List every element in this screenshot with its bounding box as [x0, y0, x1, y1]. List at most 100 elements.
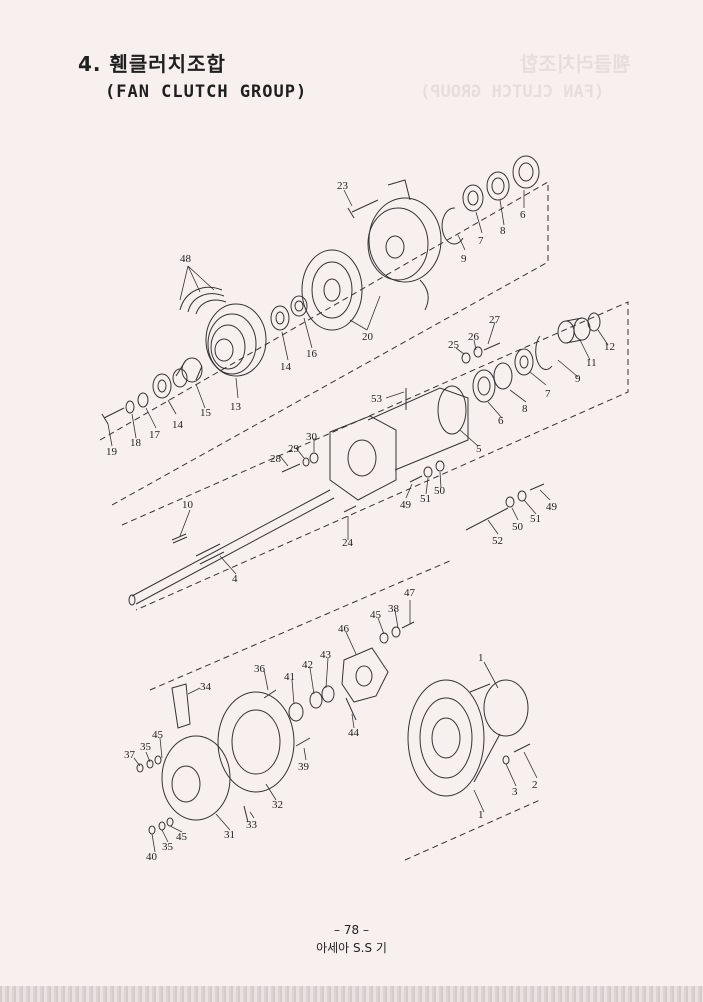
- spacer-15: [172, 357, 203, 388]
- seal-16: [290, 295, 308, 317]
- ring-12: [587, 312, 601, 332]
- label-53: 53: [371, 393, 383, 405]
- bearing-6-top: [512, 155, 540, 189]
- label-7-top: 7: [478, 235, 484, 247]
- label-31: 31: [224, 829, 235, 841]
- bolt-36: [263, 689, 277, 699]
- fitting-49-left: [409, 475, 423, 483]
- washer-29: [302, 457, 310, 467]
- company-name: 아세아 S.S 기: [316, 941, 387, 955]
- clutch-plate-20: [301, 249, 363, 331]
- group-outline-top: [99, 181, 549, 506]
- washer-18: [125, 400, 135, 414]
- label-23: 23: [337, 180, 349, 192]
- fitting-24: [343, 505, 357, 513]
- label-44: 44: [348, 727, 360, 739]
- label-9-middle: 9: [575, 373, 581, 385]
- label-4: 4: [232, 573, 238, 585]
- label-25: 25: [448, 339, 460, 351]
- label-37: 37: [124, 749, 136, 761]
- label-47: 47: [404, 587, 416, 599]
- label-14-lower: 14: [172, 419, 184, 431]
- label-42: 42: [302, 659, 313, 671]
- label-50-left: 50: [434, 485, 446, 497]
- bolt-2: [513, 743, 531, 753]
- label-20: 20: [362, 331, 374, 343]
- washer-45-top: [379, 632, 389, 644]
- label-35-top: 35: [140, 741, 152, 753]
- bearing-14-upper: [270, 305, 290, 331]
- label-7-middle: 7: [545, 388, 551, 400]
- washer-35-bottom: [158, 821, 166, 831]
- label-15: 15: [200, 407, 212, 419]
- bolt-27: [483, 342, 501, 351]
- label-34: 34: [200, 681, 212, 693]
- bearing-6-middle: [472, 369, 496, 403]
- label-43: 43: [320, 649, 332, 661]
- housing-5: [329, 385, 469, 501]
- part-number-labels: 1 1 2 3 4 5 6 6 7 7 8 8 9 9 10 11 12 13 …: [106, 180, 615, 863]
- label-1-lower: 1: [478, 809, 484, 821]
- washer-25: [461, 352, 471, 364]
- label-45-top: 45: [370, 609, 382, 621]
- pipe-52: [465, 507, 509, 531]
- label-41: 41: [284, 671, 295, 683]
- seal-8-middle: [493, 362, 513, 390]
- bolt-47: [401, 621, 415, 629]
- label-12: 12: [604, 341, 615, 353]
- washer-45-bottom: [166, 817, 174, 827]
- fitting-49-right: [529, 483, 545, 491]
- label-18: 18: [130, 437, 142, 449]
- label-10: 10: [182, 499, 194, 511]
- wheel-hub-1: [407, 679, 529, 797]
- nut-51-right: [517, 490, 527, 502]
- washer-17: [137, 392, 149, 408]
- washer-8-top: [486, 171, 510, 201]
- page-number: – 78 –: [334, 923, 369, 937]
- nut-50-right: [505, 496, 515, 508]
- shaft-spline-end: [128, 594, 136, 606]
- label-8-top: 8: [500, 225, 506, 237]
- pulley-13: [205, 303, 267, 377]
- main-shaft-4: [131, 489, 335, 605]
- label-17: 17: [149, 429, 161, 441]
- washer-30: [309, 452, 319, 464]
- rubber-block-34: [171, 683, 191, 729]
- pin-44: [345, 697, 357, 721]
- page-title: 4. 휀클러치조합: [78, 52, 226, 76]
- bearing-7-middle: [514, 348, 534, 376]
- label-27: 27: [489, 314, 501, 326]
- flange-32: [217, 691, 295, 793]
- bolt-28: [281, 463, 301, 473]
- label-1-hub: 1: [478, 652, 484, 664]
- label-45-bottom: 45: [176, 831, 188, 843]
- label-38: 38: [388, 603, 400, 615]
- label-33: 33: [246, 819, 258, 831]
- snap-ring-9-top: [441, 207, 464, 245]
- label-32: 32: [272, 799, 283, 811]
- key-10: [171, 533, 188, 544]
- bolt-39: [295, 737, 311, 747]
- label-2: 2: [532, 779, 538, 791]
- nut-40: [148, 825, 156, 835]
- label-39: 39: [298, 761, 310, 773]
- bushing-43: [309, 685, 335, 709]
- label-49-left: 49: [400, 499, 412, 511]
- label-40: 40: [146, 851, 158, 863]
- leader-lines: [107, 189, 609, 853]
- nut-51-left: [423, 466, 433, 478]
- label-30: 30: [306, 431, 318, 443]
- label-29: 29: [288, 443, 300, 455]
- label-6-top: 6: [520, 209, 526, 221]
- label-26: 26: [468, 331, 480, 343]
- group-outline-middle: [121, 301, 629, 611]
- label-3: 3: [512, 786, 518, 798]
- label-49-right: 49: [546, 501, 558, 513]
- washer-3: [502, 755, 510, 765]
- label-51-left: 51: [420, 493, 431, 505]
- label-28: 28: [270, 453, 282, 465]
- label-8-middle: 8: [522, 403, 528, 415]
- label-11: 11: [586, 357, 597, 369]
